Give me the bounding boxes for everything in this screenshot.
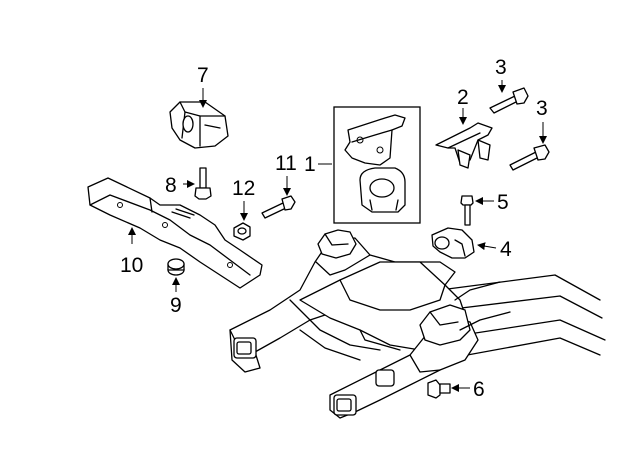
part-3-bolt-lower (509, 144, 550, 171)
part-1-bracket (344, 114, 406, 166)
callout-12: 12 (232, 177, 255, 200)
callouts: 1 2 3 3 4 5 6 7 8 9 10 11 12 (120, 56, 548, 401)
callout-1: 1 (304, 153, 316, 176)
part-2-bracket (435, 122, 493, 169)
part-6-stud (427, 379, 451, 399)
frame-assembly (229, 229, 606, 419)
part-8-bolt (194, 167, 212, 200)
leader-lines (128, 80, 547, 392)
callout-4: 4 (500, 238, 512, 261)
part-1-insulator (359, 167, 406, 213)
callout-7: 7 (197, 64, 209, 87)
callout-10: 10 (120, 254, 143, 277)
part-12-nut (233, 222, 251, 241)
part-5-bolt (460, 195, 474, 226)
part-7-mount (169, 101, 229, 149)
callout-2: 2 (457, 86, 469, 109)
callout-11: 11 (275, 152, 297, 175)
part-10-crossmember (87, 177, 263, 289)
part-1-kit-box (333, 106, 421, 224)
callout-5: 5 (497, 191, 509, 214)
part-4-bracket (431, 227, 475, 259)
callout-6: 6 (473, 378, 485, 401)
part-3-bolt-upper (489, 87, 529, 114)
callout-9: 9 (170, 294, 182, 317)
callout-3-upper: 3 (495, 56, 507, 79)
part-9-bushing (167, 258, 185, 276)
callout-8: 8 (165, 174, 177, 197)
part-11-bolt (261, 195, 296, 219)
callout-3-lower: 3 (536, 97, 548, 120)
